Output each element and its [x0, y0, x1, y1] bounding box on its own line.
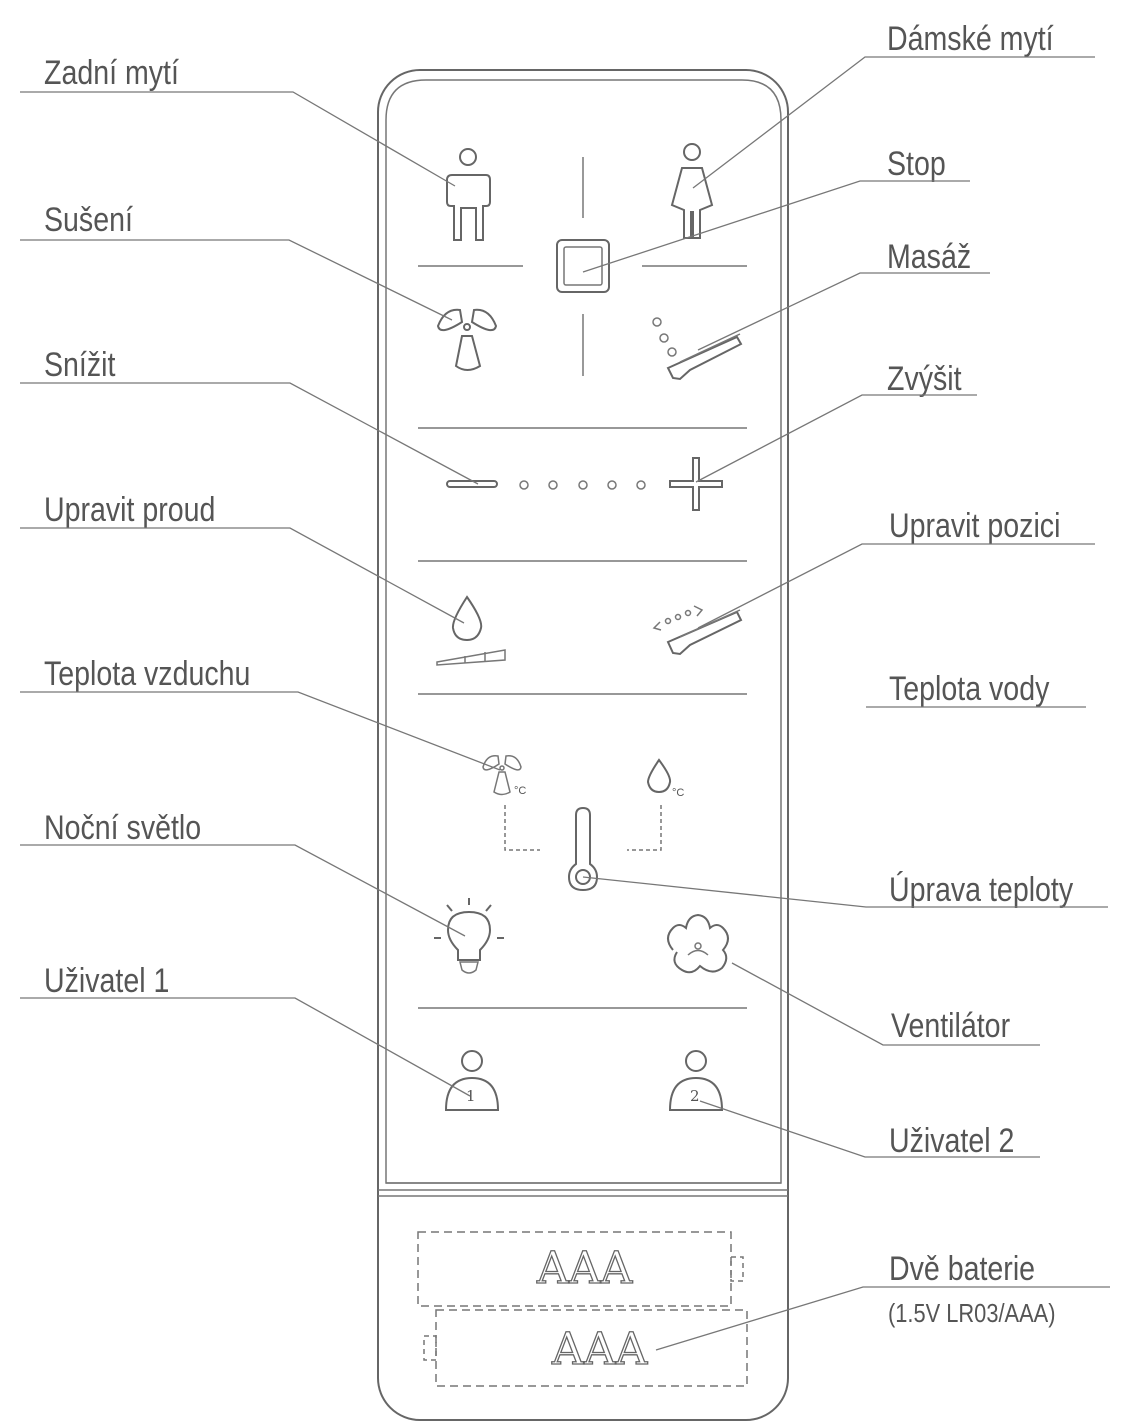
battery-2: AAA [423, 1309, 748, 1387]
leader-lines-left [20, 91, 501, 1097]
increase-button[interactable] [669, 457, 723, 511]
label-adjust-position: Upravit pozici [889, 507, 1061, 545]
adjust-position-icon[interactable] [652, 605, 743, 656]
battery-1: AAA [417, 1231, 744, 1307]
adjust-flow-icon[interactable] [436, 595, 506, 666]
label-rear-wash: Zadní mytí [44, 54, 179, 92]
lady-wash-icon[interactable] [670, 143, 714, 239]
battery-2-label: AAA [551, 1324, 649, 1375]
temperature-connectors [504, 805, 662, 851]
water-temp-unit: °C [672, 787, 684, 799]
remote-body [377, 69, 789, 1421]
water-temperature-icon[interactable]: °C [646, 758, 684, 799]
label-user-2: Uživatel 2 [889, 1122, 1015, 1160]
label-temperature-adjust: Úprava teploty [889, 871, 1074, 909]
night-light-icon[interactable] [434, 898, 504, 974]
label-water-temperature: Teplota vody [889, 670, 1050, 708]
massage-icon[interactable] [652, 317, 743, 381]
label-user-1: Uživatel 1 [44, 962, 170, 1000]
leader-lines-right [582, 56, 1110, 1351]
thermometer-icon[interactable] [567, 806, 599, 892]
air-temp-unit: °C [514, 785, 526, 797]
label-massage: Masáž [887, 238, 972, 276]
label-adjust-flow: Upravit proud [44, 491, 216, 529]
label-air-temperature: Teplota vzduchu [44, 655, 251, 693]
label-decrease: Snížit [44, 346, 116, 384]
decrease-button[interactable] [446, 480, 498, 488]
user-1-number: 1 [466, 1087, 476, 1105]
panel-dividers [418, 157, 747, 1009]
label-fan: Ventilátor [891, 1007, 1011, 1045]
label-stop: Stop [887, 145, 946, 183]
label-night-light: Noční světlo [44, 809, 202, 847]
user-1-icon[interactable]: 1 [444, 1050, 500, 1111]
label-increase: Zvýšit [887, 360, 962, 398]
label-batteries-spec: (1.5V LR03/AAA) [888, 1298, 1056, 1328]
level-dots [519, 480, 646, 490]
label-batteries: Dvě baterie [889, 1250, 1036, 1288]
battery-1-label: AAA [536, 1243, 634, 1294]
drying-fan-icon[interactable] [436, 308, 498, 371]
user-2-icon[interactable]: 2 [668, 1050, 724, 1111]
fan-flower-icon[interactable] [667, 913, 729, 974]
label-drying: Sušení [44, 201, 133, 239]
user-2-number: 2 [690, 1087, 700, 1105]
air-temperature-icon[interactable]: °C [482, 754, 526, 797]
rear-wash-icon[interactable] [446, 148, 491, 241]
label-lady-wash: Dámské mytí [887, 20, 1054, 58]
